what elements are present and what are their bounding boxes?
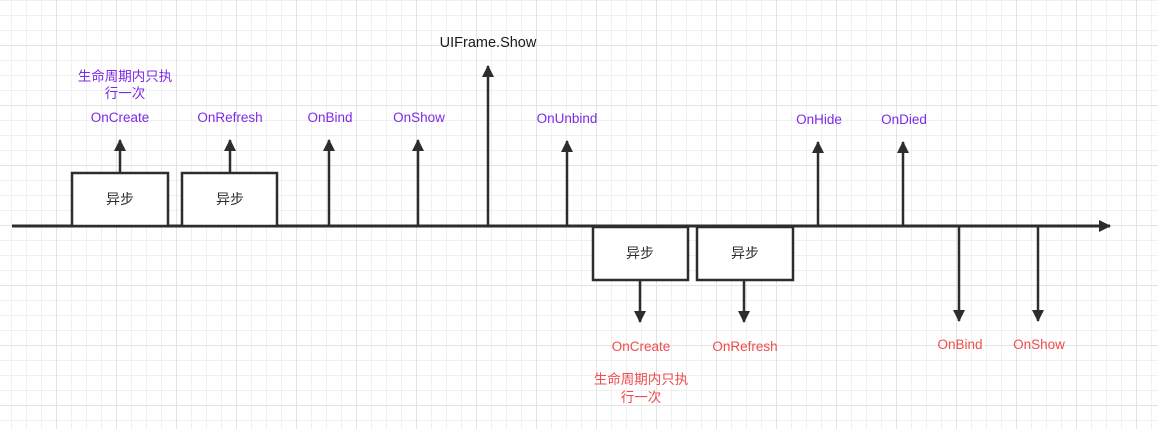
async-box-label: 异步: [216, 191, 244, 207]
top-note-line2: 行一次: [104, 86, 146, 101]
async-box-label: 异步: [731, 245, 759, 261]
bottom-event-onshow-label: OnShow: [1013, 337, 1065, 352]
top-note-line1: 生命周期内只执: [77, 69, 173, 84]
top-event-onshow-label: OnShow: [393, 110, 445, 125]
top-event-onbind-label: OnBind: [307, 110, 353, 125]
async-box-oncreate-top: [70, 171, 170, 228]
async-box-label: 异步: [106, 191, 134, 207]
bottom-event-onrefresh-label: OnRefresh: [712, 339, 778, 354]
async-box-label: 异步: [626, 245, 654, 261]
top-event-ondied-label: OnDied: [881, 112, 927, 127]
bottom-event-oncreate-label: OnCreate: [611, 339, 671, 354]
async-box-onrefresh-top: [180, 171, 279, 228]
top-event-oncreate-label: OnCreate: [90, 110, 150, 125]
bottom-event-onbind-label: OnBind: [937, 337, 983, 352]
bottom-note-line2: 行一次: [620, 390, 662, 405]
top-event-onunbind-label: OnUnbind: [536, 111, 598, 126]
diagram-title: UIFrame.Show: [439, 35, 537, 51]
top-event-onrefresh-label: OnRefresh: [197, 110, 263, 125]
bottom-note-line1: 生命周期内只执: [593, 372, 689, 387]
top-event-onhide-label: OnHide: [796, 112, 842, 127]
